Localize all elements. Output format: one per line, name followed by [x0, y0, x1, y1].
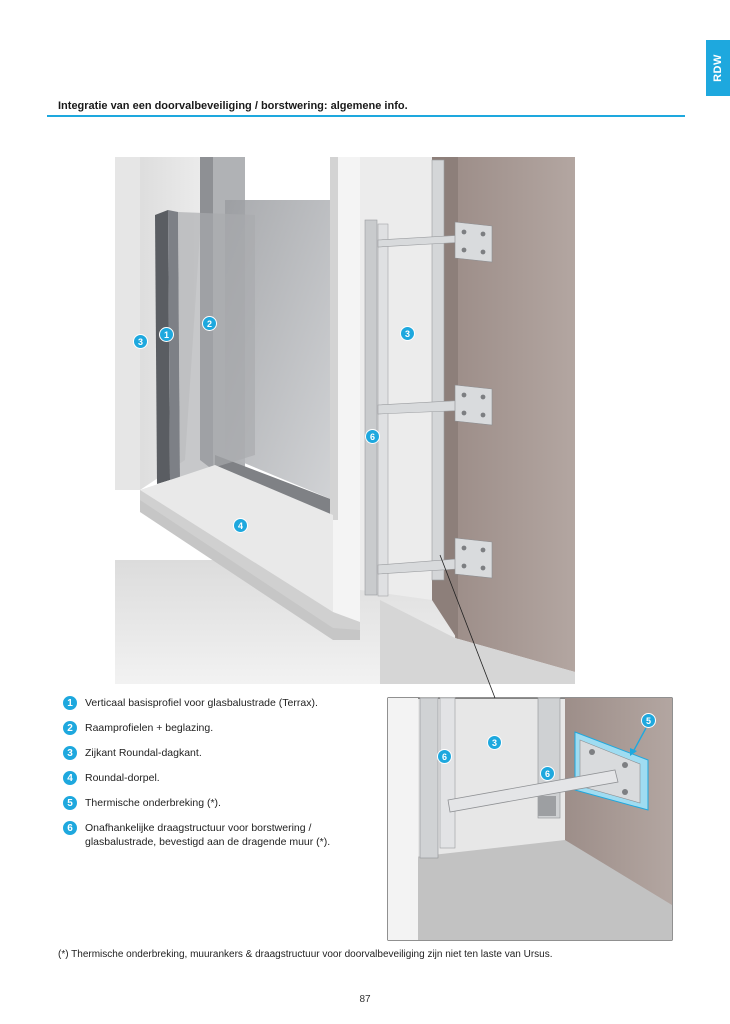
legend-number-badge: 3 — [62, 745, 78, 761]
callout-detail-6a: 6 — [437, 749, 452, 764]
page-number: 87 — [359, 994, 371, 1005]
detail-box — [387, 697, 673, 941]
legend-text: Roundal-dorpel. — [85, 772, 160, 784]
legend-text: Zijkant Roundal-dagkant. — [85, 747, 202, 759]
legend-number-badge: 4 — [62, 770, 78, 786]
left-frame-edge — [115, 157, 140, 490]
legend-item: 6 Onafhankelijke draagstructuur voor bor… — [62, 820, 372, 849]
wall-plate-middle — [454, 384, 493, 426]
balustrade-glass — [178, 212, 255, 478]
legend-number-badge: 1 — [62, 695, 78, 711]
legend-item: 1 Verticaal basisprofiel voor glasbalust… — [62, 695, 372, 711]
legend-number-badge: 6 — [62, 820, 78, 836]
support-post-1 — [364, 219, 378, 596]
callout-main-2: 2 — [202, 316, 217, 331]
footnote: (*) Thermische onderbreking, muurankers … — [58, 949, 553, 960]
legend-number-badge: 2 — [62, 720, 78, 736]
section-tab: RDW — [706, 40, 730, 96]
legend-text: Verticaal basisprofiel voor glasbalustra… — [85, 697, 318, 709]
legend-number-badge: 5 — [62, 795, 78, 811]
legend-item: 4 Roundal-dorpel. — [62, 770, 372, 786]
legend-item: 3 Zijkant Roundal-dagkant. — [62, 745, 372, 761]
right-reveal-shadow — [330, 157, 338, 520]
page-heading: Integratie van een doorvalbeveiliging / … — [58, 100, 408, 112]
callout-detail-5: 5 — [641, 713, 656, 728]
callout-main-3b: 3 — [400, 326, 415, 341]
legend-item: 2 Raamprofielen + beglazing. — [62, 720, 372, 736]
legend-text: Raamprofielen + beglazing. — [85, 722, 214, 734]
right-reveal-front — [333, 157, 360, 635]
legend-text: Onafhankelijke draagstructuur voor borst… — [85, 822, 331, 848]
legend-text: Thermische onderbreking (*). — [85, 797, 221, 809]
callout-main-4: 4 — [233, 518, 248, 533]
wall-plate-bottom — [454, 537, 493, 579]
callout-main-3a: 3 — [133, 334, 148, 349]
support-post-3 — [431, 159, 445, 581]
legend-item: 5 Thermische onderbreking (*). — [62, 795, 372, 811]
callout-detail-3: 3 — [487, 735, 502, 750]
floor-shadow — [380, 600, 575, 684]
heading-divider — [47, 115, 685, 117]
wall-plate-top — [454, 221, 493, 263]
component-legend: 1 Verticaal basisprofiel voor glasbalust… — [62, 695, 372, 858]
sill-front — [140, 490, 360, 636]
callout-main-1: 1 — [159, 327, 174, 342]
callout-detail-6b: 6 — [540, 766, 555, 781]
terrax-profile — [155, 210, 170, 484]
callout-main-6: 6 — [365, 429, 380, 444]
terrax-profile-side — [168, 210, 180, 480]
detail-leader-line — [439, 554, 496, 699]
